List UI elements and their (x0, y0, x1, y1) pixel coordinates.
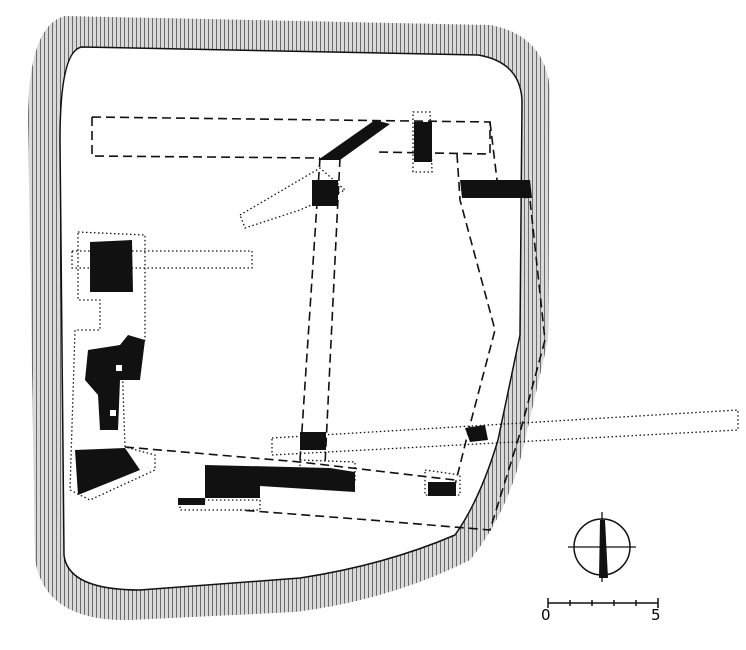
gate-block (75, 448, 140, 495)
north-range-outline (91, 116, 491, 159)
scale-bar (547, 598, 659, 608)
east-tower-block (465, 425, 488, 442)
diagonal-wing-outline (239, 167, 347, 229)
south-east-block (428, 482, 456, 496)
south-block-outline (179, 499, 261, 511)
scale-end-label: 5 (651, 606, 661, 624)
north-arrow-icon (568, 512, 636, 582)
west-passage-outline (71, 250, 253, 269)
scale-start-label: 0 (541, 606, 551, 624)
south-wall-run (205, 465, 355, 498)
west-apse (85, 335, 145, 430)
north-tower-wall (414, 122, 432, 162)
west-range-outline (299, 157, 341, 466)
south-west-wall (178, 498, 205, 505)
ditch-rampart (28, 16, 550, 621)
north-wall-fragment (318, 120, 390, 160)
inner-tower-block (300, 432, 326, 450)
east-wall-segment (460, 180, 532, 198)
surviving-masonry (75, 120, 532, 505)
west-range-block (312, 180, 338, 206)
north-tower-outline (412, 111, 433, 173)
keep-block (90, 240, 133, 292)
window-openings (110, 365, 122, 416)
